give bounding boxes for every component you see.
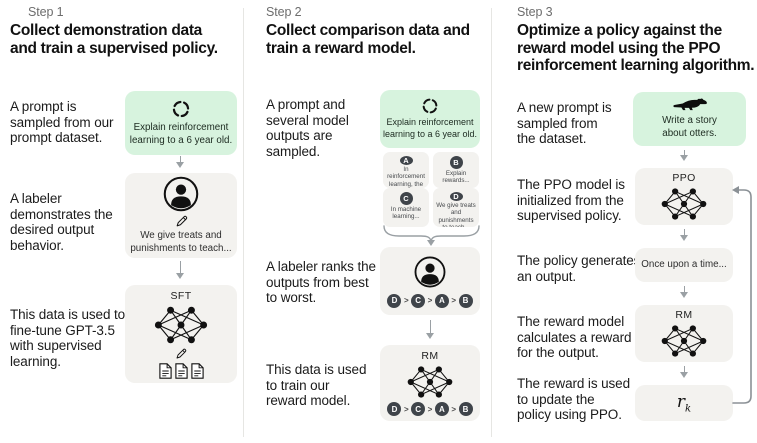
output-a-badge: A — [399, 156, 413, 165]
output-b-badge: B — [449, 156, 463, 169]
pencil-icon — [176, 348, 187, 358]
feedback-loop-arrow — [732, 186, 752, 404]
labeler-demo-text: We give treats and punishments to teach.… — [130, 230, 232, 254]
labeler-box-step2: D> C> A> B — [380, 247, 480, 315]
otter-icon — [672, 99, 707, 111]
rm-model-box-step2: RM D> C> A> B — [380, 345, 480, 421]
labeler-icon — [414, 256, 446, 287]
prompt-text-step3: Write a story about otters. — [662, 115, 717, 139]
caption-policy-output: The policy generates an output. — [517, 253, 641, 284]
prompt-box-step1: Explain reinforcement learning to a 6 ye… — [125, 91, 237, 155]
sft-label: SFT — [170, 289, 192, 302]
neural-net-icon — [407, 366, 453, 398]
sft-model-box: SFT — [125, 285, 237, 383]
labeler-box-step1: We give treats and punishments to teach.… — [125, 173, 237, 258]
caption-prompt-sampled: A prompt is sampled from our prompt data… — [10, 99, 114, 146]
step-1-label: Step 1 — [28, 5, 64, 19]
output-text-box: Once upon a time... — [635, 248, 733, 282]
caption-rm-calculates: The reward model calculates a reward for… — [517, 314, 632, 361]
step-1-heading: Collect demonstration data and train a s… — [10, 22, 218, 57]
ranking-row: D> C> A> B — [387, 402, 473, 416]
caption-outputs-sampled: A prompt and several model outputs are s… — [266, 97, 349, 159]
documents-icon — [158, 362, 204, 379]
neural-net-icon — [661, 188, 707, 220]
caption-ppo-init: The PPO model is initialized from the su… — [517, 177, 625, 224]
output-box-d: D We give treats and punishments to teac… — [433, 188, 479, 227]
arrow-down-icon — [680, 150, 689, 161]
caption-finetune: This data is used to fine-tune GPT-3.5 w… — [10, 307, 126, 369]
arrow-down-icon — [680, 286, 689, 298]
ppo-label: PPO — [672, 172, 696, 184]
prompt-text-step1: Explain reinforcement learning to a 6 ye… — [129, 121, 233, 146]
arrow-down-icon — [176, 156, 185, 168]
caption-new-prompt: A new prompt is sampled from the dataset… — [517, 100, 612, 147]
column-divider-2 — [491, 8, 492, 437]
output-box-c: C In machine learning... — [383, 188, 429, 227]
arrow-down-icon — [176, 261, 185, 279]
caption-reward-update: The reward is used to update the policy … — [517, 376, 631, 423]
rm-label: RM — [421, 350, 439, 362]
step-2-label: Step 2 — [266, 5, 302, 19]
rm-label: RM — [675, 309, 693, 321]
caption-train-rm: This data is used to train our reward mo… — [266, 362, 367, 409]
output-d-badge: D — [449, 192, 463, 201]
neural-net-icon — [661, 325, 707, 357]
arrow-down-icon — [680, 229, 689, 241]
output-c-badge: C — [399, 192, 413, 205]
sample-icon — [422, 99, 438, 114]
prompt-box-step3: Write a story about otters. — [633, 92, 746, 146]
sample-icon — [172, 100, 190, 118]
ranking-row: D> C> A> B — [387, 293, 473, 308]
labeler-icon — [163, 177, 199, 212]
step-2-heading: Collect comparison data and train a rewa… — [266, 22, 470, 57]
column-divider-1 — [243, 8, 244, 437]
step-3-heading: Optimize a policy against the reward mod… — [517, 22, 755, 75]
step-3-label: Step 3 — [517, 5, 553, 19]
output-box-a: A In reinforcement learning, the agent i… — [383, 152, 429, 188]
ppo-model-box: PPO — [635, 168, 733, 225]
reward-symbol: rk — [676, 391, 692, 415]
pencil-icon — [176, 216, 187, 227]
arrow-down-icon — [680, 366, 689, 378]
brace-arrow — [383, 225, 480, 246]
arrow-down-icon — [426, 320, 435, 339]
reward-value-box: rk — [635, 385, 733, 421]
rm-model-box-step3: RM — [635, 305, 733, 362]
output-box-b: B Explain rewards... — [433, 152, 479, 188]
prompt-box-step2: Explain reinforcement learning to a 6 ye… — [380, 90, 480, 148]
caption-labeler-ranks: A labeler ranks the outputs from best to… — [266, 259, 376, 306]
prompt-text-step2: Explain reinforcement learning to a 6 ye… — [382, 117, 478, 139]
neural-net-icon — [154, 306, 208, 343]
caption-labeler-demonstrates: A labeler demonstrates the desired outpu… — [10, 191, 113, 253]
